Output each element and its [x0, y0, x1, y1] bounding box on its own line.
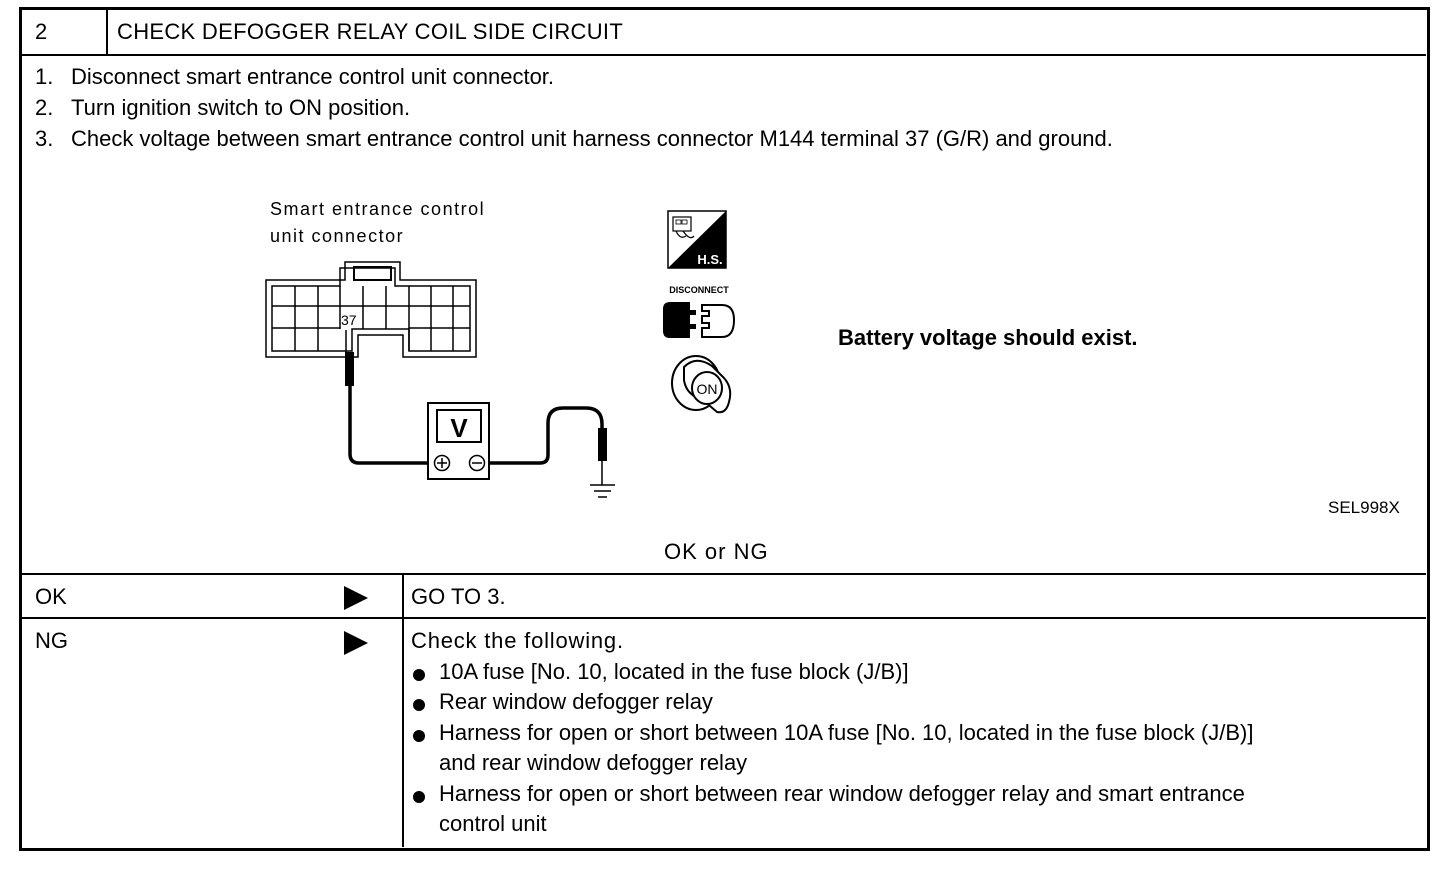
- step-title: CHECK DEFOGGER RELAY COIL SIDE CIRCUIT: [117, 19, 624, 44]
- check-item-harness-relay-unit: Harness for open or short between rear w…: [411, 779, 1411, 810]
- ok-label: OK: [35, 584, 67, 609]
- ground-icon: [590, 484, 615, 498]
- ng-label: NG: [35, 628, 68, 653]
- instruction-2: 2. Turn ignition switch to ON position.: [35, 93, 410, 123]
- instruction-3: 3. Check voltage between smart entrance c…: [35, 124, 1113, 154]
- terminal-37-label: 37: [341, 312, 357, 328]
- disconnect-icon: [663, 302, 736, 338]
- instruction-1: 1. Disconnect smart entrance control unit…: [35, 62, 554, 92]
- figure-code: SEL998X: [1328, 498, 1400, 517]
- check-item-fuse: 10A fuse [No. 10, located in the fuse bl…: [411, 657, 1411, 688]
- negative-wire: [489, 406, 604, 465]
- procedure-table: [19, 7, 1430, 851]
- check-item-harness-relay-unit-cont: control unit: [439, 811, 547, 836]
- positive-probe: [345, 330, 354, 386]
- voltmeter-icon: [427, 402, 490, 480]
- verdict-prompt: OK or NG: [664, 539, 769, 564]
- ok-action: GO TO 3.: [411, 584, 506, 609]
- check-item-harness-fuse-relay-cont: and rear window defogger relay: [439, 750, 748, 775]
- ignition-key-icon: [671, 355, 732, 414]
- disconnect-label: DISCONNECT: [669, 285, 729, 295]
- ng-check-list: Check the following. 10A fuse [No. 10, l…: [411, 626, 1411, 840]
- step-number: 2: [35, 19, 48, 44]
- ignition-key-label: ON: [697, 381, 718, 397]
- ok-row-top-divider: [21, 573, 1426, 575]
- result-column-divider: [402, 574, 404, 847]
- ground-probe: [598, 428, 607, 485]
- check-item-relay: Rear window defogger relay: [411, 687, 1411, 718]
- instruction-text: Turn ignition switch to ON position.: [71, 95, 411, 120]
- voltmeter-symbol: V: [450, 413, 468, 443]
- instruction-number: 2.: [35, 95, 54, 120]
- instruction-number: 1.: [35, 64, 54, 89]
- harness-side-icon: [667, 210, 727, 269]
- instruction-text: Check voltage between smart entrance con…: [71, 126, 1113, 151]
- instruction-number: 3.: [35, 126, 54, 151]
- connector-icon: [265, 261, 477, 358]
- expected-result: Battery voltage should exist.: [838, 325, 1138, 350]
- instruction-text: Disconnect smart entrance control unit c…: [71, 64, 555, 89]
- header-divider: [21, 54, 1426, 56]
- check-item-harness-fuse-relay: Harness for open or short between 10A fu…: [411, 718, 1411, 749]
- harness-side-label: H.S.: [697, 252, 722, 267]
- connector-label-line2: unit connector: [270, 226, 405, 246]
- ng-arrow-icon: [344, 631, 368, 655]
- connector-label-line1: Smart entrance control: [270, 199, 486, 219]
- header-column-divider: [106, 9, 108, 55]
- ng-row-top-divider: [21, 617, 1426, 619]
- positive-wire: [348, 386, 428, 465]
- ng-lead-text: Check the following.: [411, 628, 624, 653]
- ok-arrow-icon: [344, 586, 368, 610]
